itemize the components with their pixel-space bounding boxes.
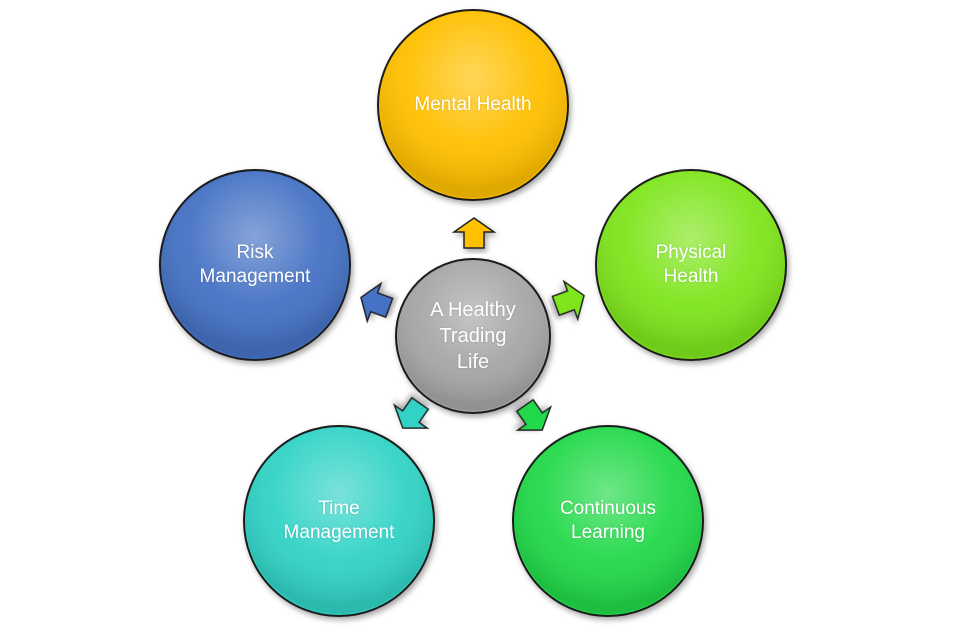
- arrow-to-physical-health: [551, 279, 585, 322]
- arrow-icon: [392, 396, 430, 429]
- arrow-to-time-management: [392, 396, 430, 429]
- arrow-icon: [551, 279, 585, 322]
- node-risk-management: [159, 169, 351, 361]
- arrow-icon: [360, 281, 394, 324]
- node-time-management: [243, 425, 435, 617]
- node-center: [395, 258, 551, 414]
- node-mental-health: [377, 9, 569, 201]
- arrow-to-mental-health: [451, 217, 497, 249]
- arrow-icon: [451, 217, 497, 249]
- arrow-icon: [515, 398, 553, 431]
- node-continuous-learning: [512, 425, 704, 617]
- arrow-to-risk-management: [360, 281, 394, 324]
- node-physical-health: [595, 169, 787, 361]
- arrow-to-continuous-learning: [515, 398, 553, 431]
